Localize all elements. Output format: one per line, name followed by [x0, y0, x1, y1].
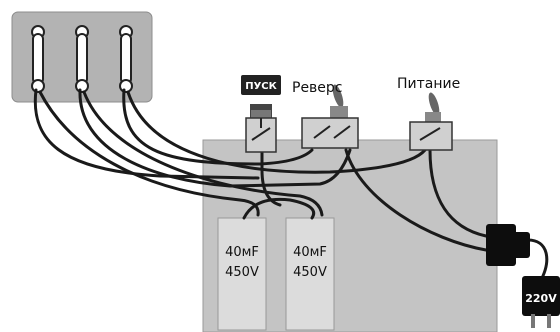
wire-terminal-3b [126, 90, 427, 174]
wire-power-to-plug [428, 148, 488, 238]
start-button[interactable] [245, 104, 277, 153]
capacitor-1-voltage: 450V [225, 265, 259, 280]
capacitor-1: 40мF 450V [217, 217, 267, 331]
power-switch[interactable] [409, 91, 453, 151]
wire-terminal-2b [82, 90, 324, 217]
wire-terminal-1 [33, 88, 260, 180]
wire-reverse-to-plug [344, 148, 488, 252]
wire-terminal-3 [122, 88, 314, 166]
wire-start-down [260, 148, 282, 207]
wires [33, 88, 549, 284]
wire-plug-cord [526, 238, 549, 284]
capacitor-1-capacitance: 40мF [225, 245, 259, 260]
reverse-switch-label: Реверс [292, 80, 343, 96]
terminal-1 [31, 25, 45, 93]
power-switch-label: Питание [397, 76, 460, 92]
terminal-2 [75, 25, 89, 93]
start-label-tag [241, 75, 281, 95]
terminal-3 [119, 25, 133, 93]
power-plug [522, 276, 560, 328]
plug-connector [486, 224, 530, 266]
motor-terminal-block [11, 11, 153, 103]
start-button-label: ПУСК [245, 81, 277, 92]
capacitor-2-voltage: 450V [293, 265, 327, 280]
wire-cap-link [242, 197, 316, 220]
reverse-switch[interactable] [301, 83, 359, 149]
capacitor-2: 40мF 450V [285, 217, 335, 331]
capacitor-2-capacitance: 40мF [293, 245, 327, 260]
plug-voltage-label: 220V [525, 292, 557, 305]
